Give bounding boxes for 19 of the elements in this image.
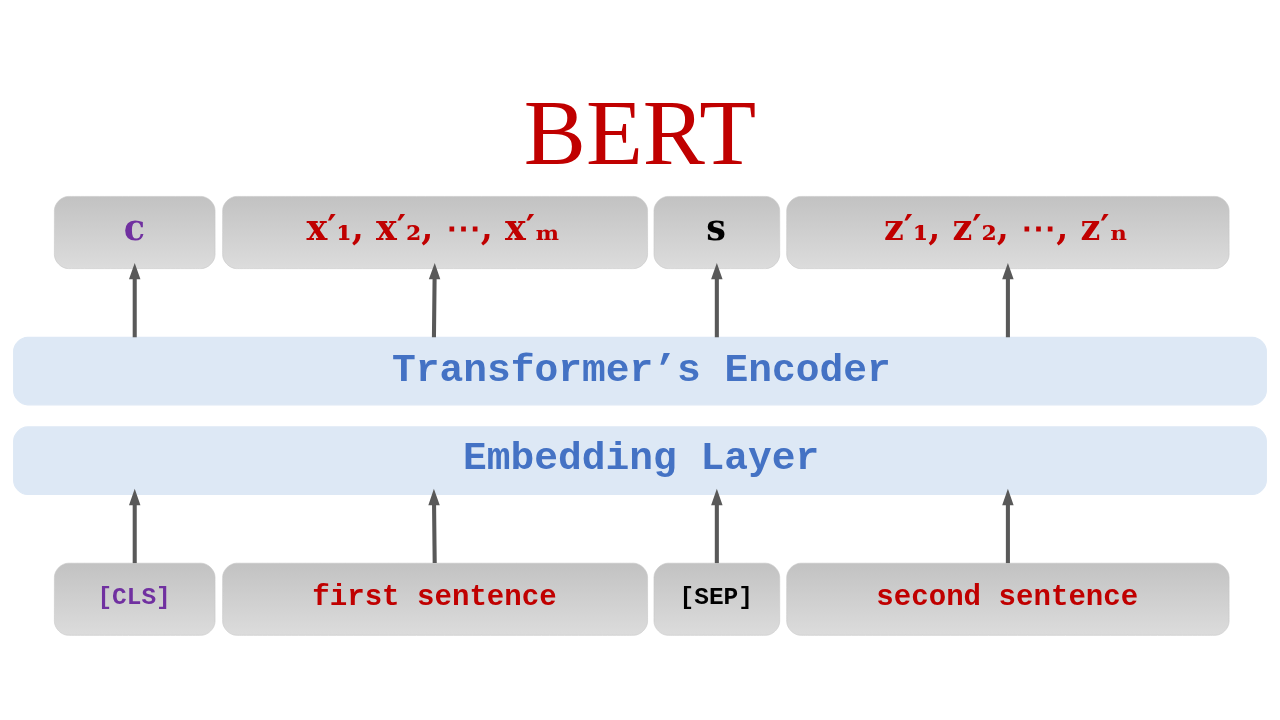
arrow	[428, 488, 440, 564]
node-box: c	[54, 196, 216, 269]
node-box: z′₁, z′₂, ⋯, z′ₙ	[786, 196, 1230, 269]
node-box: Transformer’s Encoder	[13, 336, 1267, 406]
node-box: first sentence	[222, 562, 648, 636]
arrow	[129, 488, 141, 564]
node-box: [CLS]	[54, 562, 216, 636]
node-box: Embedding Layer	[13, 426, 1267, 496]
arrow	[428, 262, 441, 338]
arrow	[129, 262, 141, 338]
node-box: s	[653, 196, 780, 269]
arrow	[1002, 262, 1014, 338]
node-box: second sentence	[786, 562, 1230, 636]
node-box: x′₁, x′₂, ⋯, x′ₘ	[222, 196, 648, 269]
node-box: [SEP]	[653, 562, 780, 636]
arrow	[711, 262, 723, 338]
diagram-title: BERT	[523, 80, 757, 184]
arrow	[1002, 488, 1014, 564]
arrow	[711, 488, 723, 564]
